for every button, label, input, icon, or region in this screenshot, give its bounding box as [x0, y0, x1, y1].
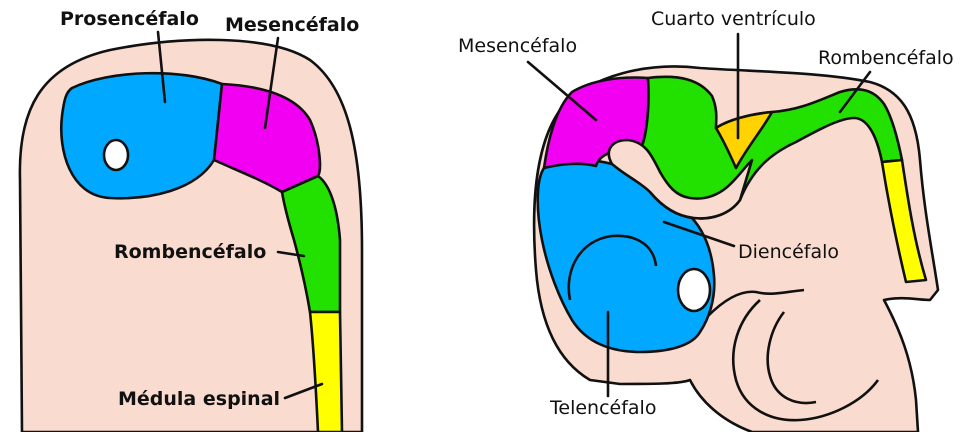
label-rombencefalo-right: Rombencéfalo	[818, 47, 954, 69]
label-telencefalo: Telencéfalo	[549, 397, 656, 419]
left-eye	[104, 140, 128, 170]
label-cuarto-ventriculo: Cuarto ventrículo	[651, 8, 816, 30]
label-rombencefalo-left: Rombencéfalo	[114, 241, 266, 263]
right-eye	[678, 269, 710, 311]
label-diencefalo: Diencéfalo	[738, 241, 839, 263]
label-prosencefalo-left: Prosencéfalo	[60, 8, 199, 30]
left-embryo-panel: Prosencéfalo Mesencéfalo Rombencéfalo Mé…	[20, 8, 362, 432]
label-mesencefalo-right: Mesencéfalo	[458, 35, 577, 57]
label-medula-left: Médula espinal	[118, 388, 280, 410]
label-mesencefalo-left: Mesencéfalo	[225, 14, 359, 36]
right-embryo-panel: Cuarto ventrículo Mesencéfalo Rombencéfa…	[458, 8, 954, 432]
